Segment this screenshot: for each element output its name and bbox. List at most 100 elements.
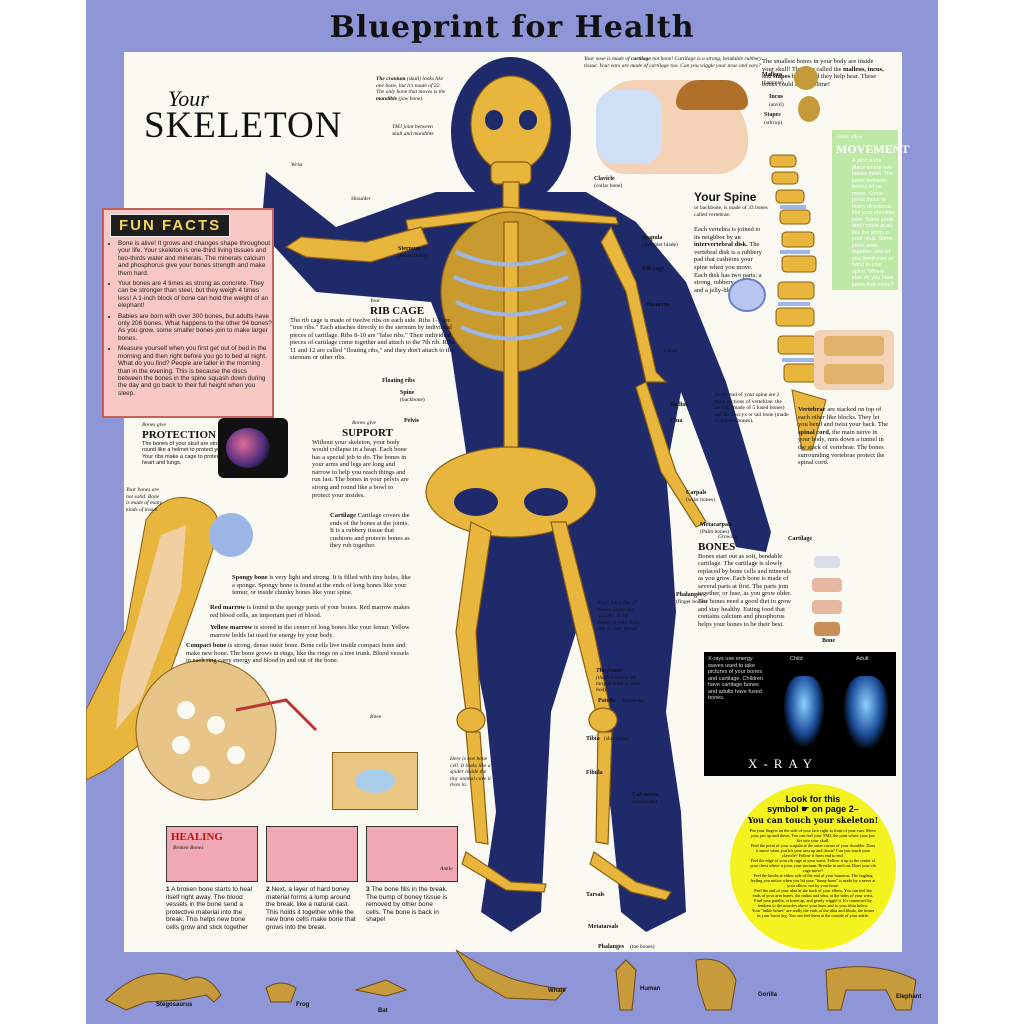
tibia-sub: (shin bone)	[604, 736, 629, 742]
xray-child-label: Child	[790, 656, 803, 662]
phalanges-label: Phalanges	[676, 592, 703, 598]
yellow-marrow-text: Yellow marrow is stored in the center of…	[210, 624, 414, 639]
wrist-label: Wrist	[291, 162, 303, 168]
fun-facts-title: FUN FACTS	[110, 214, 231, 237]
ankle-label: Ankle	[440, 866, 453, 872]
nose-cartilage-text: Your nose is made of	[584, 56, 630, 62]
xray-adult-label: Adult	[856, 656, 869, 662]
poster: Blueprint for Health Your SKELETON	[86, 0, 938, 1024]
healing-panel-1: HEALING Broken Bones	[166, 826, 258, 882]
phalanges-toe-label: Phalanges	[598, 944, 625, 950]
fun-facts-list: Bone is alive! It grows and changes shap…	[110, 240, 272, 400]
animal-label-whale: Whale	[548, 988, 566, 994]
malleus-sub: (hammer)	[762, 80, 784, 86]
growing-text: Bones start out as soft, bendable cartil…	[698, 552, 792, 628]
compact-bone-text: Compact bone is strong, dense outer bone…	[186, 642, 414, 665]
touch-item: Your "ankle bones" are really the ends o…	[751, 908, 875, 918]
malleus-label: Malleus	[762, 72, 783, 78]
protection-title: PROTECTION	[142, 428, 216, 441]
animal-label-frog: Frog	[296, 1002, 310, 1008]
bone-tissue-note: Your bones are not solid. Bone is made o…	[126, 487, 162, 513]
femur-sub: (thigh bone) is the largest bone in your…	[596, 675, 641, 693]
healing-step-text: The bone fills in the break. The bump of…	[366, 886, 448, 924]
growing-cartilage-label: Cartilage	[788, 536, 812, 542]
ear-bones-illustration	[790, 66, 824, 126]
phalanges-sub: (finger bones)	[676, 599, 708, 605]
protection-text: The bones of your skull are strong and r…	[142, 440, 241, 467]
xray-box: X-rays use energy waves used to take pic…	[704, 652, 896, 776]
brain-scan-image	[218, 418, 288, 478]
growing-title: BONES	[698, 540, 736, 553]
healing-panel-3	[366, 826, 458, 882]
sternum-label: Sternum	[398, 246, 421, 252]
stapes-sub: (stirrup)	[764, 120, 783, 126]
animal-label-human: Human	[640, 986, 661, 992]
spongy-bone-label: Spongy bone	[232, 574, 268, 581]
growing-bone-illustration	[808, 548, 848, 638]
phalanges-toe-sub: (toe bones)	[630, 944, 655, 950]
support-kicker: Bones give	[352, 420, 376, 426]
growing-bone-label: Bone	[822, 638, 836, 644]
growing-bones-section: Growing BONES Bones start out as soft, b…	[698, 534, 808, 628]
spinal-cord-label: spinal cord,	[798, 428, 831, 436]
healing-step-2: 2 Next, a layer of hard boney material f…	[266, 886, 358, 932]
hand-point-icon: ☛	[801, 804, 810, 814]
healing-subtitle: Broken Bones	[173, 845, 204, 851]
spine-text-1: Each vertebra is joined to its neighbor …	[694, 226, 761, 241]
touch-item: Find your patella, or kneecap, and gentl…	[754, 898, 872, 908]
yellow-marrow-description: is stored in the center of long bones li…	[210, 624, 410, 639]
protection-kicker: Bones give	[142, 422, 166, 428]
bone-cell-note: Here is one bone cell. It looks like a s…	[450, 756, 491, 788]
vertebrae-text: Vertebrae are stacked on top of each oth…	[798, 406, 890, 467]
animal-label-elephant: Elephant	[896, 994, 922, 1000]
clavicle-sub: (collar bone)	[594, 183, 623, 189]
nose-cartilage-label: cartilage	[631, 56, 651, 62]
fun-fact-item: Bone is alive! It grows and changes shap…	[118, 240, 272, 277]
cartilage-description: Cartilage covers the ends of the bones a…	[330, 512, 410, 550]
touch-line-1: Look for this	[785, 794, 841, 804]
bone-cell-illustration	[332, 752, 418, 810]
healing-step-1: 1 A broken bone starts to heal itself ri…	[166, 886, 258, 932]
tibia-label: Tibia	[586, 736, 600, 742]
shoulder-label: Shoulder	[351, 196, 371, 202]
ear-bones-labels: malleus, incus,	[843, 65, 884, 73]
vertebrae-closeup	[814, 330, 894, 390]
fun-facts-box: FUN FACTS Bone is alive! It grows and ch…	[102, 208, 274, 418]
nose-cartilage-text-2: not bone! Cartilage is a strong, bendabl…	[584, 56, 762, 69]
cartilage-label: Cartilage	[330, 512, 356, 519]
touch-item: Feel the end of your ulna at the back of…	[752, 888, 874, 898]
spongy-bone-text: Spongy bone is very light and strong. It…	[232, 574, 414, 597]
calcaneus-label: Calcaneus	[632, 792, 659, 798]
cranium-text: (skull) looks like one bone, but it's ma…	[376, 76, 446, 95]
spine-subtitle: or backbone, is made of 33 bones called …	[694, 205, 768, 218]
xray-title: X-RAY	[748, 756, 818, 771]
xray-text: X-rays use energy waves used to take pic…	[708, 656, 764, 701]
spine-text: Each vertebra is joined to its neighbor …	[694, 226, 764, 294]
ear-bones-stapes: stapes	[773, 73, 790, 81]
animal-label-stegosaurus: Stegosaurus	[156, 1002, 193, 1008]
spine-text-2: The vertebral disk is a rubbery pad that…	[694, 241, 762, 294]
animal-label-bat: Bat	[378, 1008, 388, 1014]
cranium-note: The cranium (skull) looks like one bone,…	[376, 76, 448, 102]
spine-label: Spine	[400, 390, 415, 396]
touch-line-2: symbol ☛ on page 2–	[730, 804, 896, 815]
healing-step-number: 1	[166, 886, 170, 893]
touch-line-3: You can touch your skeleton!	[747, 815, 879, 825]
heading-your: Your	[168, 86, 209, 111]
touch-item: Find the point of your scapula at the ou…	[750, 843, 876, 858]
fibula-label: Fibula	[586, 770, 603, 776]
compact-bone-label: Compact bone	[186, 642, 227, 649]
clavicle-label: Clavicle	[594, 176, 615, 182]
animal-skeletons	[105, 949, 917, 1011]
protection-section: Bones give PROTECTION The bones of your …	[142, 422, 242, 467]
vertebrae-label: Vertebrae	[798, 406, 826, 413]
pelvis-label: Pelvis	[404, 418, 419, 424]
heading-skeleton: SKELETON	[144, 105, 343, 146]
fun-fact-item: Babies are born with over 300 bones, but…	[118, 313, 272, 343]
movement-box: Joints allow MOVEMENT A joint is the pla…	[832, 130, 909, 290]
carpals-label: Carpals	[686, 490, 707, 496]
disk-illustration	[728, 278, 766, 312]
touch-your-skeleton-circle: Look for this symbol ☛ on page 2– You ca…	[730, 784, 896, 950]
healing-step-3: 3 The bone fills in the break. The bump …	[366, 886, 448, 924]
vertebrae-description: are stacked on top of each other like bl…	[798, 406, 888, 429]
